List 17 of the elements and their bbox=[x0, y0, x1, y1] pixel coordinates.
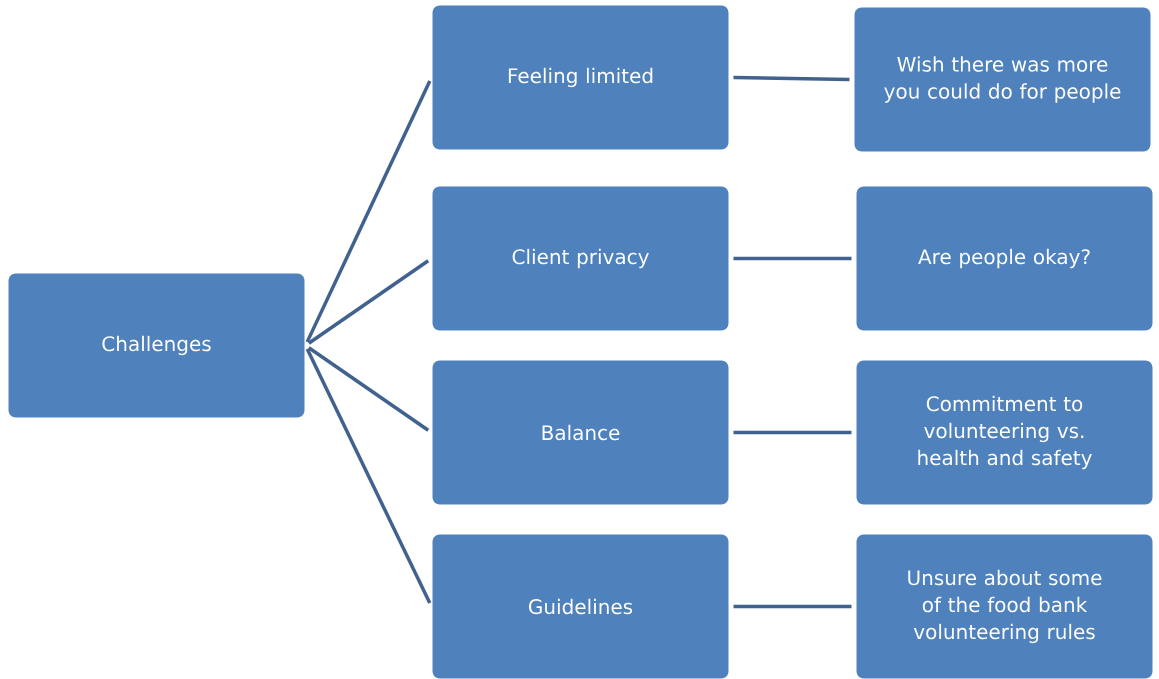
process-box: Unsure about some of the food bank volunteering rules bbox=[855, 533, 1154, 679]
connector-line bbox=[733, 430, 852, 435]
process-box: Balance bbox=[431, 359, 730, 506]
process-box: Wish there was more you could do for people bbox=[853, 6, 1152, 153]
process-box: Are people okay? bbox=[855, 185, 1154, 332]
connector-line bbox=[733, 604, 852, 609]
process-box: Commitment to volunteering vs. health and safety bbox=[855, 359, 1154, 506]
connector-line bbox=[733, 75, 850, 82]
process-box: Client privacy bbox=[431, 185, 730, 332]
connector-line bbox=[307, 346, 430, 432]
connector-line bbox=[733, 256, 852, 261]
process-box: Challenges bbox=[7, 272, 306, 419]
process-box: Feeling limited bbox=[431, 4, 730, 151]
process-box: Guidelines bbox=[431, 533, 730, 679]
connector-line bbox=[305, 348, 432, 604]
connector-line bbox=[307, 259, 430, 345]
connector-line bbox=[305, 80, 432, 343]
